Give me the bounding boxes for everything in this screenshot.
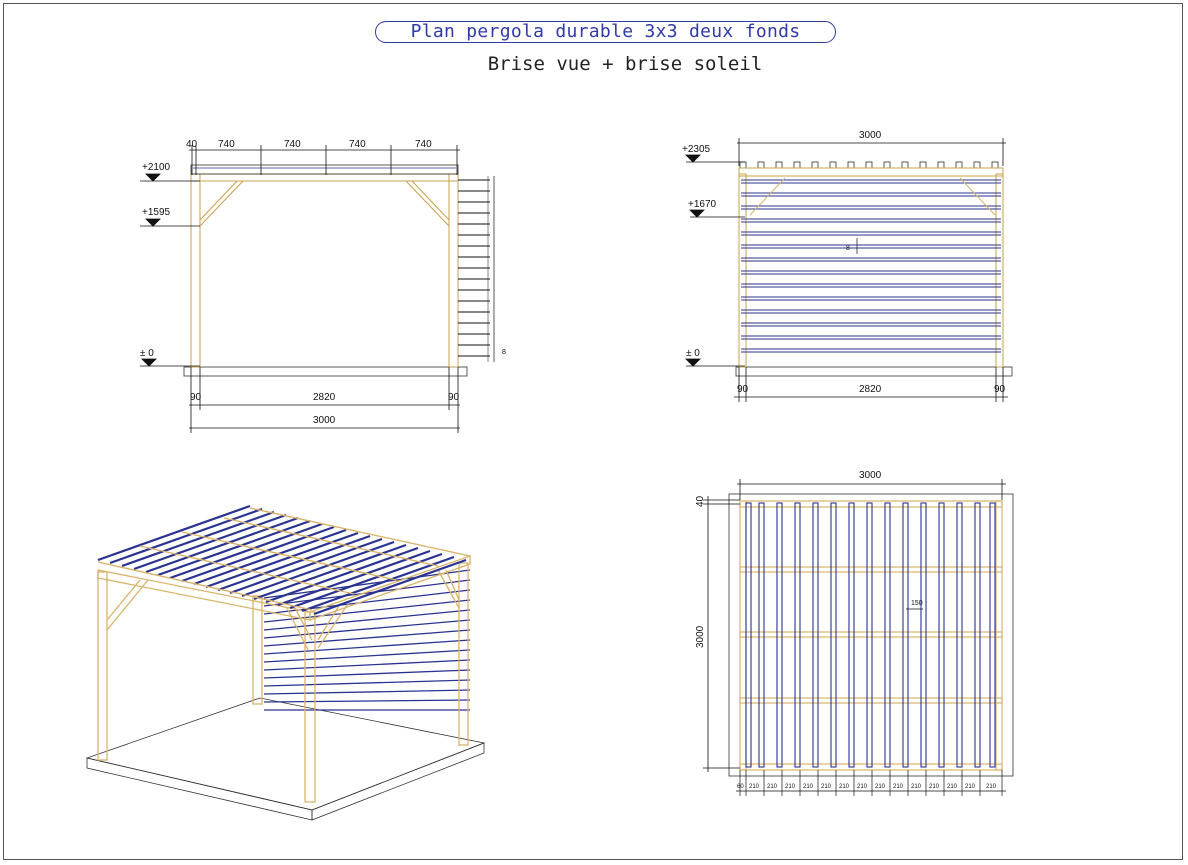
front-slat-gap: 8 <box>502 349 506 356</box>
page-subtitle: Brise vue + brise soleil <box>487 53 763 75</box>
plan-spacing: 210 <box>947 784 958 790</box>
side-elevation: 8 3000 +2305 +1670 ± 0 <box>682 130 1013 402</box>
plan-spacing: 210 <box>965 784 976 790</box>
front-top-dimension <box>189 145 460 175</box>
plan-spacing: 210 <box>857 784 868 790</box>
front-bottom-dimensions <box>189 367 460 433</box>
plan-spacing: 210 <box>875 784 886 790</box>
front-level-top: +2100 <box>142 162 171 173</box>
plan-bottom-dimension <box>736 770 1006 796</box>
side-total-top: 3000 <box>859 130 882 141</box>
top-plan: 150 3000 40 3000 <box>695 470 1014 796</box>
iso-beams <box>97 555 471 651</box>
side-level-top: +2305 <box>682 144 711 155</box>
plan-overhang: 40 <box>695 495 706 507</box>
front-level-markers <box>140 173 200 367</box>
front-post-left <box>190 173 201 368</box>
front-top-beam <box>190 173 459 182</box>
side-ground-slab <box>735 366 1013 377</box>
plan-left-dimension <box>703 496 740 772</box>
side-post-right-dim: 90 <box>994 384 1006 395</box>
side-level-markers <box>685 154 745 367</box>
plan-spacing: 210 <box>749 784 760 790</box>
front-total-dim: 3000 <box>313 415 336 426</box>
side-level-mid: +1670 <box>688 199 717 210</box>
side-braces <box>749 177 996 216</box>
side-post-left-dim: 90 <box>737 384 749 395</box>
front-post-right-dim: 90 <box>448 392 460 403</box>
front-dim-740-3: 740 <box>349 139 366 150</box>
plan-bottom-labels: 60 210 210 210 210 210 210 210 210 210 2… <box>737 784 997 790</box>
side-span-dim: 2820 <box>859 384 882 395</box>
plan-spacing: 210 <box>986 784 997 790</box>
plan-purlins <box>739 500 1003 771</box>
plan-rafter-gap: 150 <box>911 600 923 607</box>
front-dim-40: 40 <box>186 139 198 150</box>
front-brace-right <box>405 180 450 227</box>
side-top-beam <box>738 167 1004 177</box>
front-level-ground: ± 0 <box>140 348 154 359</box>
side-slats <box>741 179 1001 353</box>
side-slat-gap: 8 <box>846 245 850 252</box>
plan-top-dimension <box>737 479 1006 500</box>
plan-spacing: 210 <box>821 784 832 790</box>
front-brace-left <box>199 180 244 227</box>
front-dim-740-2: 740 <box>284 139 301 150</box>
front-span-dim: 2820 <box>313 392 336 403</box>
sheet-border <box>3 3 1183 860</box>
side-top-dimension <box>737 138 1006 166</box>
front-dim-740-4: 740 <box>415 139 432 150</box>
iso-privacy-screen <box>263 569 471 711</box>
side-level-ground: ± 0 <box>686 348 700 359</box>
isometric-view <box>85 504 486 821</box>
iso-roof-rafters <box>97 504 467 616</box>
front-slat-ends <box>458 176 495 362</box>
plan-rafters <box>745 502 996 768</box>
plan-spacing: 210 <box>785 784 796 790</box>
plan-spacing: 210 <box>767 784 778 790</box>
plan-spacing-first: 60 <box>737 784 744 790</box>
plan-spacing: 210 <box>911 784 922 790</box>
plan-spacing: 210 <box>839 784 850 790</box>
side-rafter-ends <box>739 161 999 169</box>
plan-slab-outline <box>728 493 1014 777</box>
page-title: Plan pergola durable 3x3 deux fonds <box>375 21 836 43</box>
front-post-right <box>448 173 459 368</box>
plan-total-width: 3000 <box>859 470 882 481</box>
plan-spacing: 210 <box>929 784 940 790</box>
front-post-left-dim: 90 <box>190 392 202 403</box>
plan-depth: 3000 <box>695 625 706 648</box>
plan-spacing: 210 <box>893 784 904 790</box>
front-level-brace: +1595 <box>142 207 171 218</box>
iso-ground-slab <box>85 697 486 811</box>
plan-spacing: 210 <box>803 784 814 790</box>
front-ground-slab <box>183 366 468 377</box>
iso-roof-purlins <box>97 507 471 611</box>
front-dim-740-1: 740 <box>218 139 235 150</box>
front-elevation: 8 40 740 740 740 740 <box>140 139 506 433</box>
front-rafter-band <box>190 164 459 175</box>
iso-posts <box>97 562 469 803</box>
side-bottom-dimensions <box>734 367 1008 402</box>
